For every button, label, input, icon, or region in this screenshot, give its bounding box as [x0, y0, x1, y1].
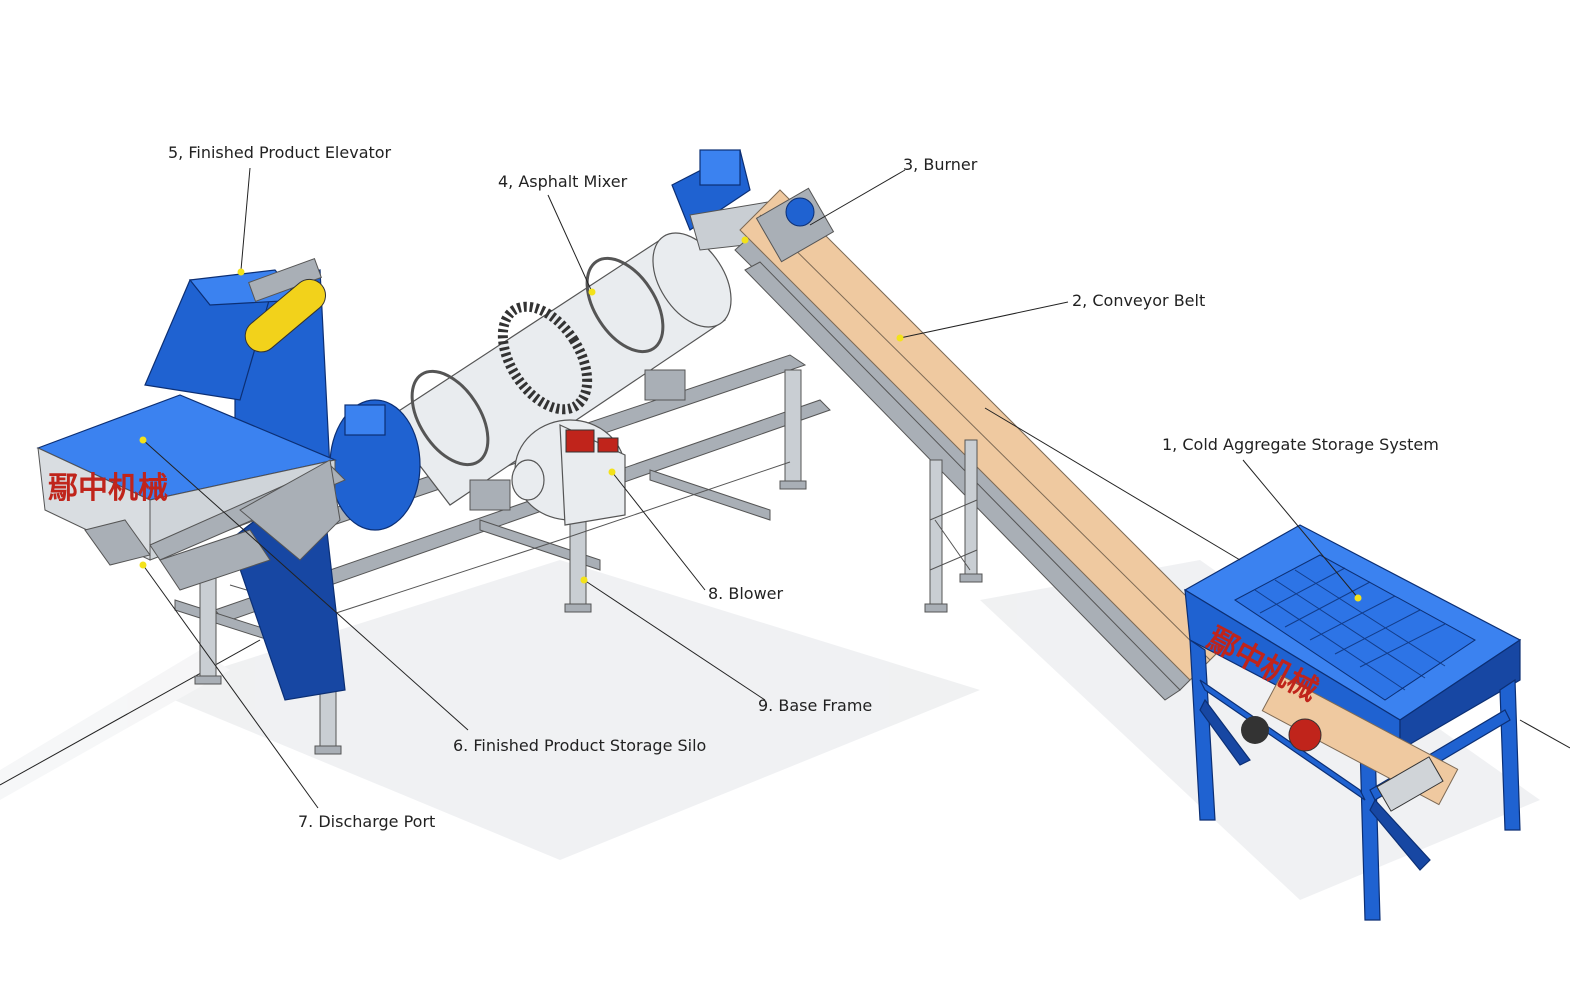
label-asphalt-mixer: 4, Asphalt Mixer — [498, 172, 628, 191]
label-cold-aggregate-storage-system: 1, Cold Aggregate Storage System — [1162, 435, 1439, 454]
callout-markers — [139, 236, 1362, 602]
floor-line-right — [1519, 719, 1570, 749]
leader-lines — [142, 167, 1359, 809]
asphalt-mixer-drum — [384, 232, 732, 511]
label-base-frame: 9. Base Frame — [758, 696, 873, 715]
label-blower: 8. Blower — [708, 584, 784, 603]
blower — [511, 419, 626, 526]
silo-brand-text: 鄢中机械 — [48, 471, 168, 506]
floor-line — [0, 639, 261, 786]
label-discharge-port: 7. Discharge Port — [298, 812, 436, 831]
conveyor-belt — [734, 187, 1231, 701]
label-conveyor-belt: 2, Conveyor Belt — [1072, 291, 1206, 310]
drum-hood — [329, 399, 421, 531]
cold-aggregate-storage-system — [1183, 524, 1522, 921]
discharge-port — [84, 519, 151, 566]
label-burner: 3, Burner — [903, 155, 978, 174]
finished-product-storage-silo — [36, 394, 346, 591]
label-finished-product-storage-silo: 6. Finished Product Storage Silo — [453, 736, 707, 755]
label-finished-product-elevator: 5, Finished Product Elevator — [168, 143, 392, 162]
